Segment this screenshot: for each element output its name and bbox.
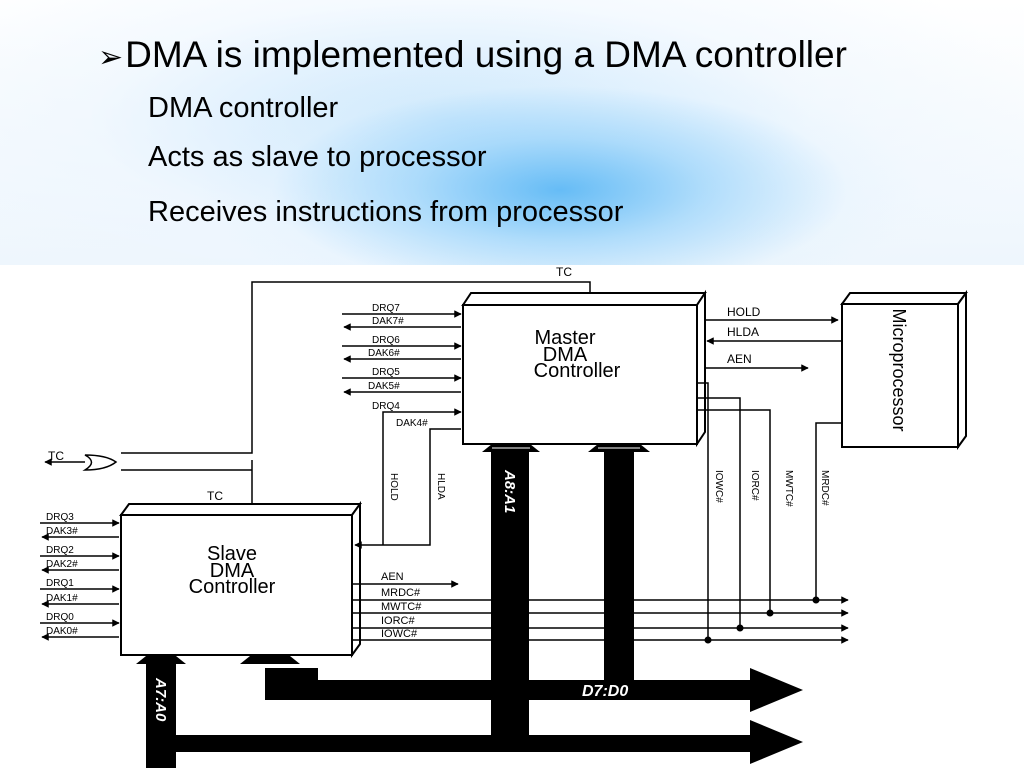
slave-bus-lines (352, 580, 849, 644)
main-bullet-text: DMA is implemented using a DMA controlle… (125, 34, 847, 75)
label-dak2: DAK2# (46, 559, 78, 570)
label-dak0: DAK0# (46, 626, 78, 637)
slave-channel-lines (40, 519, 120, 641)
label-iorc-vertical: IORC# (749, 470, 760, 501)
label-drq2: DRQ2 (46, 545, 74, 556)
label-dak5: DAK5# (368, 381, 400, 392)
data-bus (265, 444, 803, 712)
tc-top-label: TC (556, 265, 572, 279)
label-hold: HOLD (727, 305, 761, 319)
vertical-control-lines (697, 382, 842, 640)
label-drq6: DRQ6 (372, 335, 400, 346)
label-a8-a1: A8:A1 (501, 469, 518, 513)
dma-block-diagram: Master DMA Controller Slave DMA Controll… (40, 265, 968, 768)
label-drq3: DRQ3 (46, 512, 74, 523)
main-bullet: ➢DMA is implemented using a DMA controll… (98, 34, 847, 76)
label-mrdc-vertical: MRDC# (819, 470, 830, 506)
sub-item-1: DMA controller (148, 92, 339, 124)
sub-item-3: Receives instructions from processor (148, 196, 624, 228)
master-channel-lines (342, 310, 462, 549)
label-hlda-vertical: HLDA (435, 473, 446, 500)
slave-label-line1: Slave (207, 543, 257, 565)
slave-channel-labels: DRQ3 DAK3# DRQ2 DAK2# DRQ1 DAK1# DRQ0 DA… (46, 512, 78, 637)
master-label-line1: Master (534, 327, 595, 349)
label-dak3: DAK3# (46, 526, 78, 537)
label-dak1: DAK1# (46, 593, 78, 604)
slave-bus-labels: AEN MRDC# MWTC# IORC# IOWC# (381, 571, 422, 640)
label-iowc-vertical: IOWC# (713, 470, 724, 503)
address-bus (136, 444, 803, 768)
label-d7-d0: D7:D0 (582, 683, 628, 700)
label-hold-vertical: HOLD (388, 473, 399, 501)
label-a7-a0: A7:A0 (152, 677, 169, 722)
label-mwtc: MWTC# (381, 601, 422, 613)
tc-output-label: TC (48, 449, 64, 463)
label-dak4: DAK4# (396, 418, 428, 429)
slide-background (0, 0, 1024, 265)
master-dma-controller: Master DMA Controller (461, 289, 707, 448)
sub-item-2: Acts as slave to processor (148, 141, 487, 173)
label-aen-master: AEN (727, 352, 752, 366)
label-dak7: DAK7# (372, 316, 404, 327)
label-mrdc: MRDC# (381, 587, 421, 599)
arrow-bullet-icon: ➢ (98, 41, 124, 74)
master-channel-labels: DRQ7 DAK7# DRQ6 DAK6# DRQ5 DAK5# DRQ4 DA… (368, 303, 446, 501)
microprocessor-block: Microprocessor (840, 289, 968, 451)
label-hlda: HLDA (727, 325, 759, 339)
label-dak6: DAK6# (368, 348, 400, 359)
label-drq1: DRQ1 (46, 578, 74, 589)
label-aen-slave: AEN (381, 571, 404, 583)
label-iowc: IOWC# (381, 628, 418, 640)
bus-junction-dots (704, 596, 820, 644)
slave-label-line3: Controller (189, 576, 276, 598)
microprocessor-label: Microprocessor (889, 308, 909, 431)
slave-dma-controller: Slave DMA Controller (119, 500, 362, 659)
tc-slave-label: TC (207, 489, 223, 503)
label-iorc: IORC# (381, 615, 416, 627)
label-drq5: DRQ5 (372, 367, 400, 378)
tc-wiring (44, 281, 591, 504)
master-label-line3: Controller (534, 360, 621, 382)
label-drq0: DRQ0 (46, 612, 74, 623)
label-drq7: DRQ7 (372, 303, 400, 314)
hold-hlda-lines (705, 316, 842, 372)
master-label-line2: DMA (543, 344, 588, 366)
vertical-control-labels: IOWC# IORC# MWTC# MRDC# (713, 470, 830, 507)
label-drq4: DRQ4 (372, 401, 400, 412)
label-mwtc-vertical: MWTC# (783, 470, 794, 507)
slave-label-line2: DMA (210, 560, 255, 582)
